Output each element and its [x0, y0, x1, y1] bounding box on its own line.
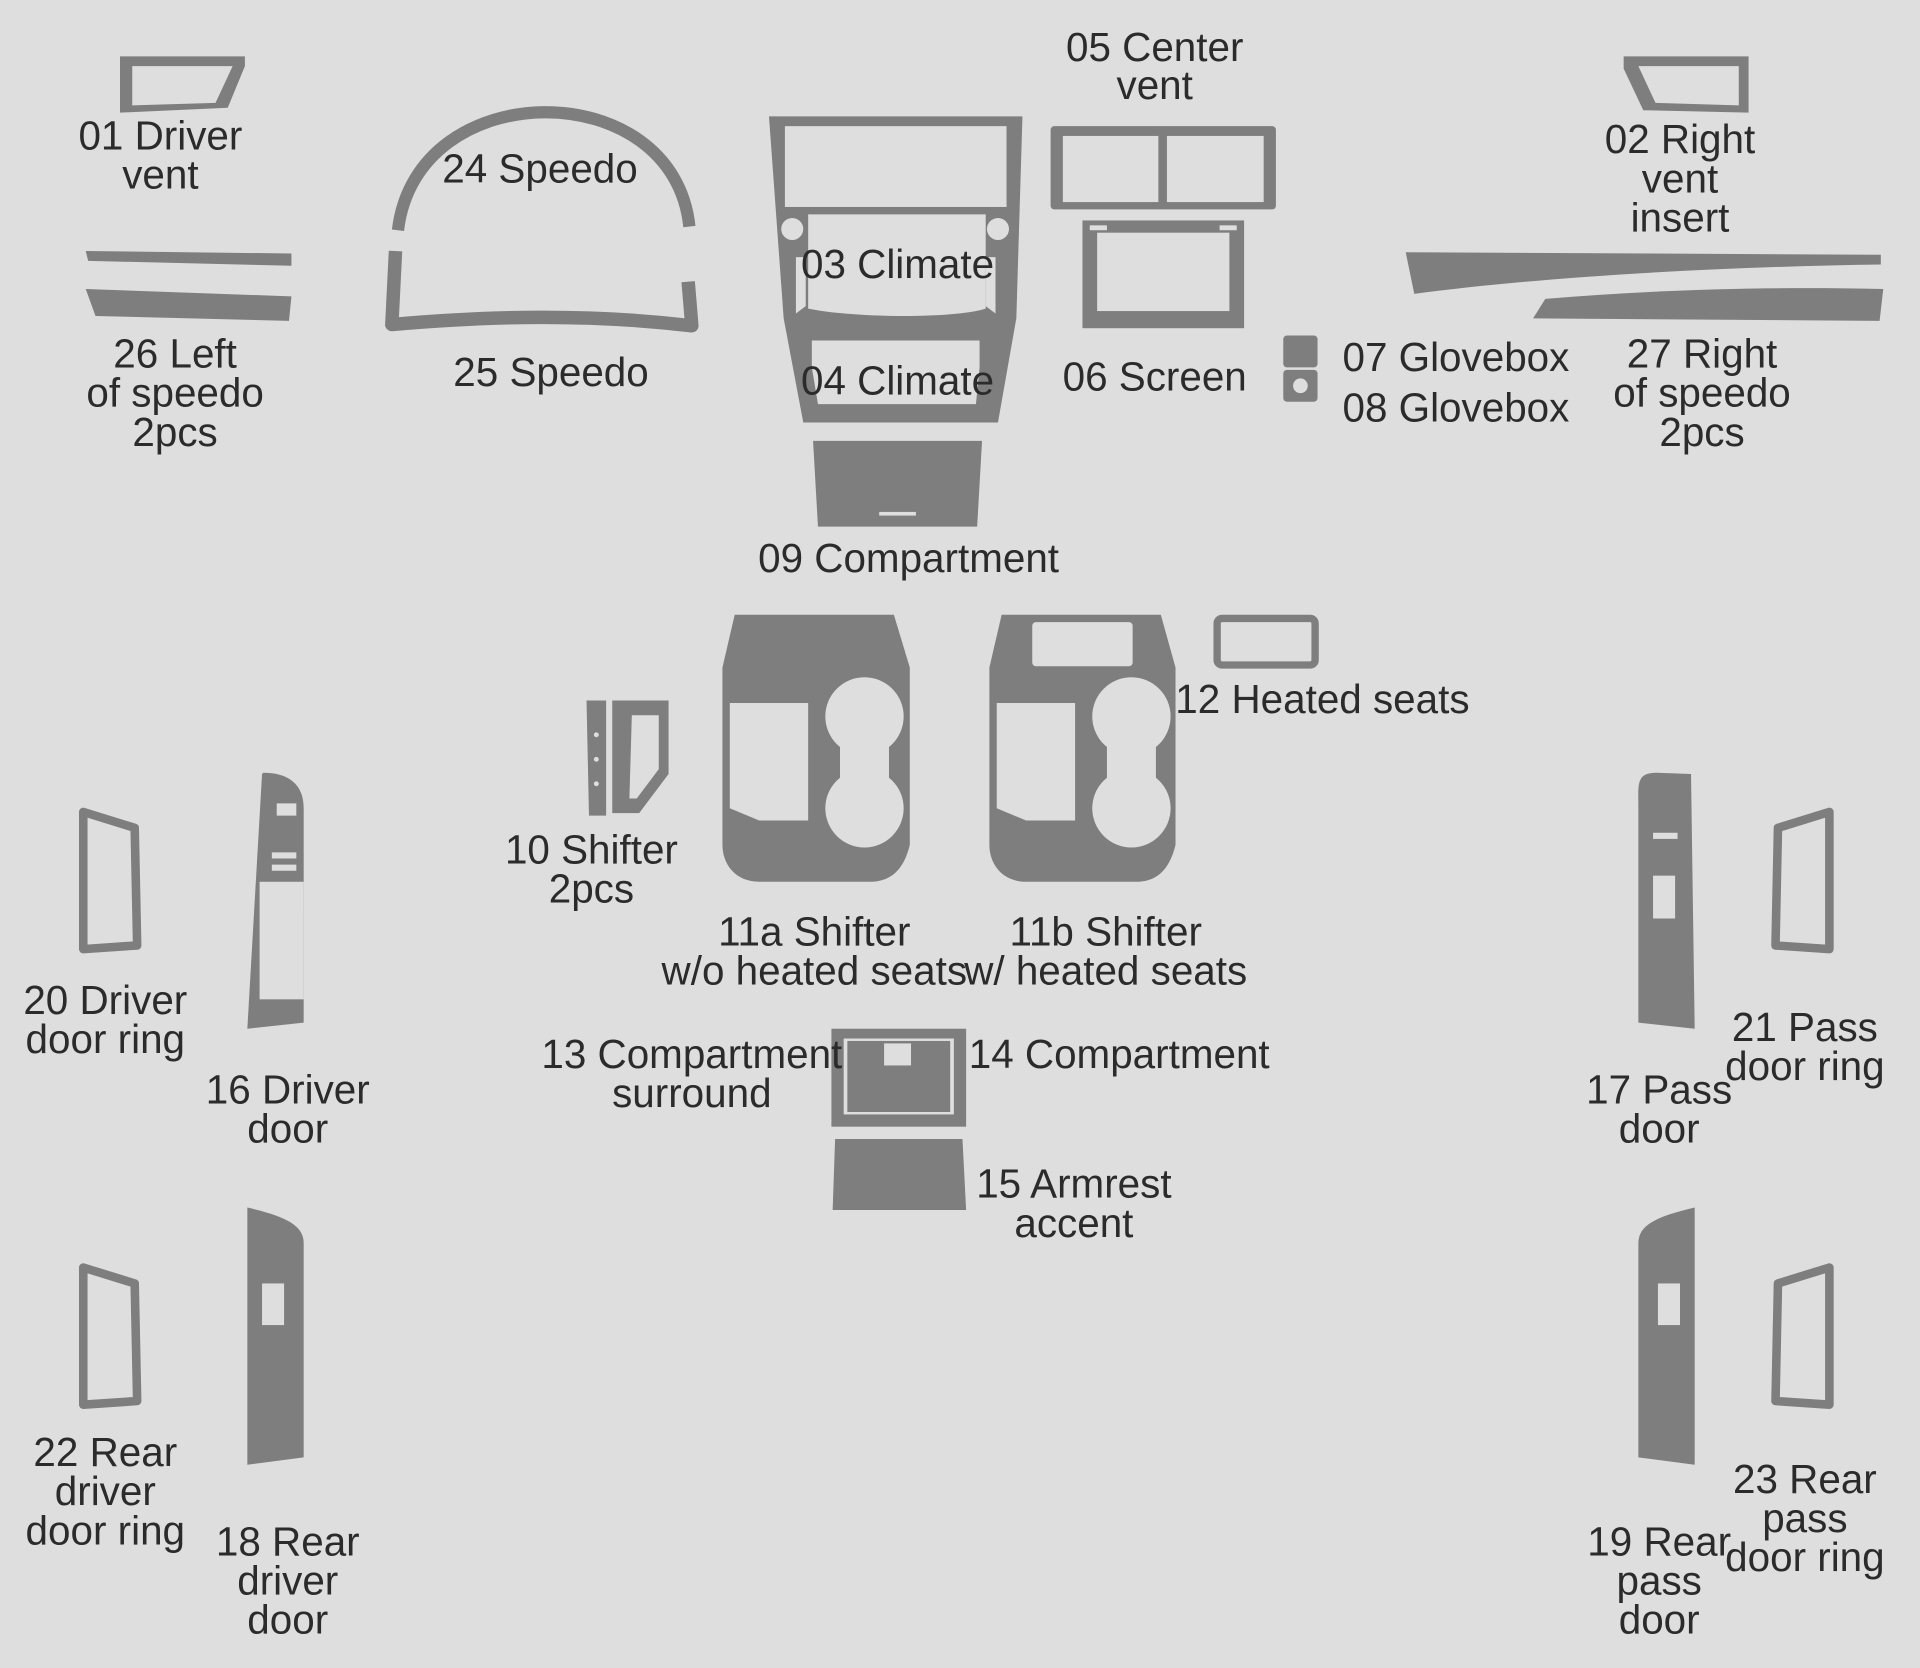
part-26-left-of-speedo-shape — [85, 251, 292, 321]
label-08-glovebox: 08 Glovebox — [1342, 384, 1569, 430]
label-25-speedo: 25 Speedo — [453, 349, 648, 395]
part-17-pass-door-shape — [1638, 772, 1695, 1029]
part-07-08-glovebox-shape — [1283, 335, 1318, 402]
part-02-right-vent-insert-shape — [1623, 56, 1749, 113]
part-24-speedo-shape — [391, 106, 696, 231]
part-27-right-of-speedo-shape — [1405, 252, 1884, 321]
part-13-14-compartment-shape — [831, 1028, 967, 1127]
part-21-pass-door-ring-shape — [1771, 807, 1834, 954]
part-18-rear-driver-door-shape — [247, 1207, 304, 1465]
part-05-center-vent-shape — [1050, 126, 1276, 210]
label-14-compartment: 14 Compartment — [969, 1031, 1270, 1077]
part-12-heated-seats-shape — [1213, 614, 1319, 669]
part-25-speedo-shape — [385, 250, 699, 333]
label-24-speedo: 24 Speedo — [442, 145, 637, 191]
part-15-armrest-accent-shape — [832, 1138, 967, 1210]
part-10-shifter-shape — [586, 700, 669, 816]
label-07-glovebox: 07 Glovebox — [1342, 334, 1569, 380]
part-11a-shifter-shape — [722, 614, 910, 882]
label-04-climate: 04 Climate — [801, 357, 994, 403]
label-12-heated-seats: 12 Heated seats — [1175, 676, 1469, 722]
label-03-climate: 03 Climate — [801, 241, 994, 287]
part-19-rear-pass-door-shape — [1638, 1207, 1695, 1465]
part-06-screen-shape — [1082, 220, 1245, 329]
part-09-compartment-shape — [813, 440, 983, 527]
part-11b-shifter-shape — [989, 614, 1176, 882]
label-06-screen: 06 Screen — [1063, 354, 1247, 400]
part-20-driver-door-ring-shape — [78, 807, 142, 954]
part-23-rear-pass-door-ring-shape — [1771, 1263, 1834, 1409]
part-01-driver-vent-shape — [120, 56, 245, 113]
label-09-compartment: 09 Compartment — [758, 535, 1059, 581]
part-16-driver-door-shape — [247, 772, 304, 1029]
part-03-04-climate-shape — [768, 116, 1023, 423]
part-22-rear-driver-door-ring-shape — [78, 1263, 142, 1409]
